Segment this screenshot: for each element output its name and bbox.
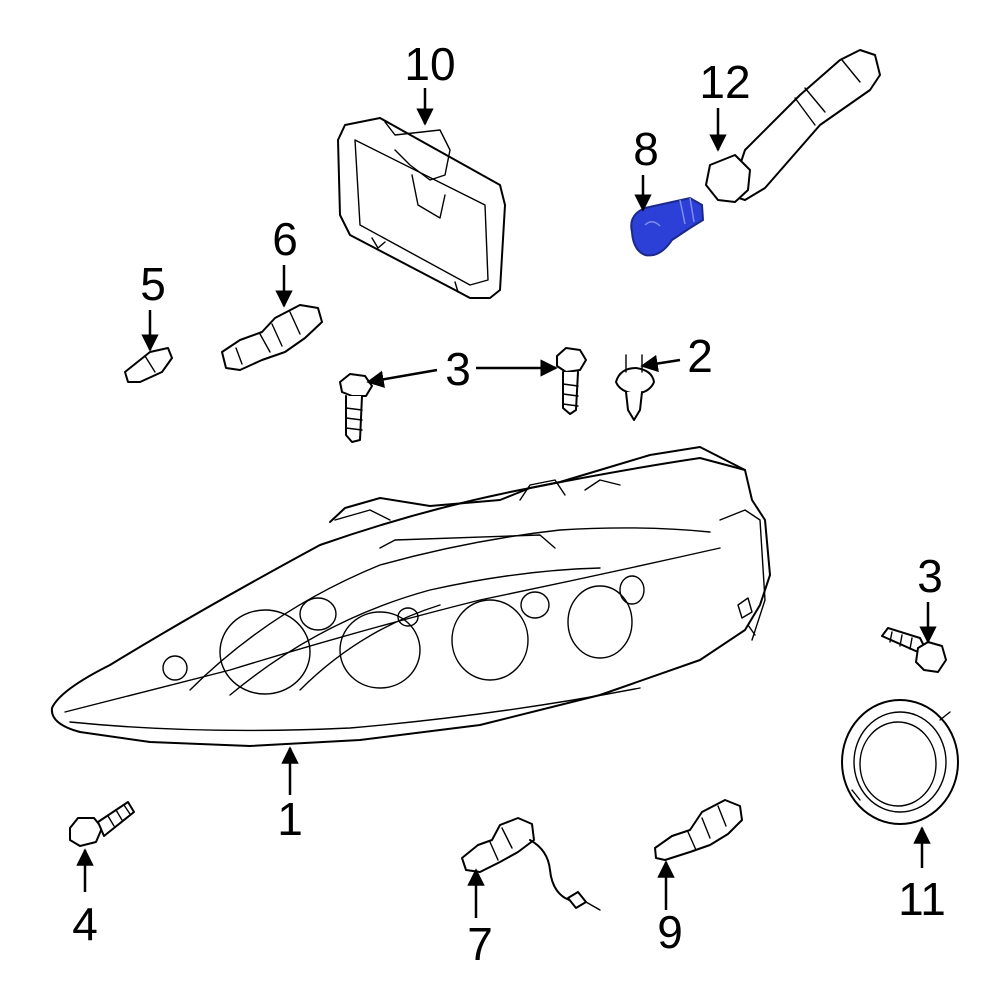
bolt-right-part[interactable] bbox=[881, 627, 947, 673]
callout-2: 2 bbox=[640, 330, 713, 382]
bulb-with-harness-part[interactable] bbox=[461, 817, 601, 911]
callout-label-8: 8 bbox=[633, 123, 659, 175]
callout-5: 5 bbox=[140, 258, 166, 352]
headlamp-assembly-part[interactable] bbox=[50, 446, 771, 747]
bolt-upper-right-part[interactable] bbox=[556, 347, 587, 415]
callout-label-5: 5 bbox=[140, 258, 166, 310]
callout-1: 1 bbox=[277, 746, 303, 845]
callout-4: 4 bbox=[72, 848, 98, 950]
callout-label-9: 9 bbox=[657, 906, 683, 958]
bolt-lower-part[interactable] bbox=[69, 801, 135, 847]
callout-label-3-right: 3 bbox=[917, 550, 943, 602]
callout-label-12: 12 bbox=[699, 56, 750, 108]
dust-cap-ring-part[interactable] bbox=[841, 699, 959, 825]
bulb-lower-part[interactable] bbox=[654, 799, 743, 861]
callout-12: 12 bbox=[699, 56, 751, 152]
callout-arrow-2 bbox=[640, 354, 681, 373]
callout-label-10: 10 bbox=[404, 38, 455, 90]
lamp-housing-part[interactable] bbox=[337, 117, 506, 299]
callout-10: 10 bbox=[404, 38, 456, 126]
callout-3-right: 3 bbox=[917, 550, 943, 644]
callout-9: 9 bbox=[657, 860, 683, 958]
callout-11: 11 bbox=[898, 826, 946, 925]
small-bulb-part[interactable] bbox=[124, 347, 173, 383]
callout-label-6: 6 bbox=[272, 213, 298, 265]
callout-label-7: 7 bbox=[467, 918, 493, 970]
highlighted-bulb-part[interactable] bbox=[630, 196, 705, 257]
socket-part[interactable] bbox=[705, 49, 881, 203]
clip-part[interactable] bbox=[615, 354, 655, 421]
callout-label-11: 11 bbox=[898, 873, 946, 925]
callout-3-upper: 3 bbox=[366, 343, 558, 395]
bolt-upper-left-part[interactable] bbox=[339, 373, 373, 443]
callout-7: 7 bbox=[467, 868, 493, 970]
callout-8: 8 bbox=[633, 123, 659, 212]
callout-arrow-3a bbox=[366, 368, 438, 388]
callout-6: 6 bbox=[272, 213, 298, 308]
callout-label-2: 2 bbox=[687, 330, 713, 382]
callout-label-1: 1 bbox=[277, 793, 303, 845]
callout-label-3-upper: 3 bbox=[445, 343, 471, 395]
bulb-holder-upper-part[interactable] bbox=[221, 304, 323, 371]
callout-label-4: 4 bbox=[72, 898, 98, 950]
